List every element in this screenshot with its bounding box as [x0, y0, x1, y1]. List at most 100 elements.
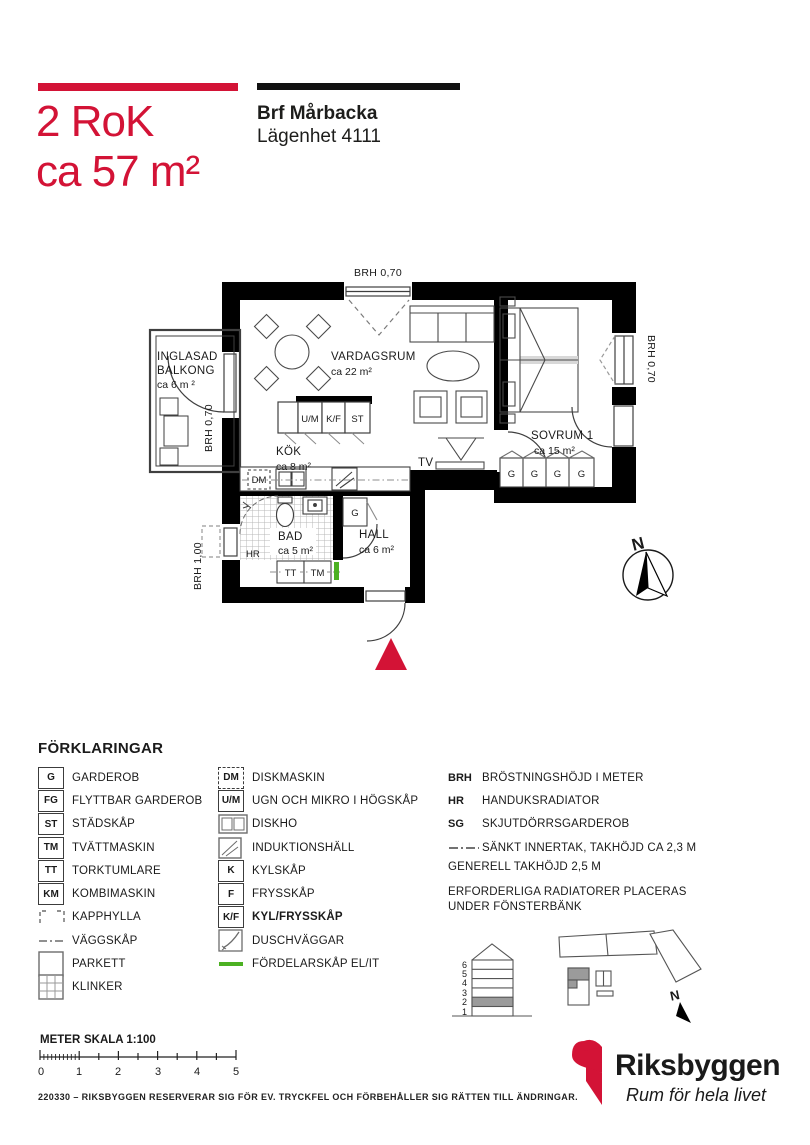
svg-text:0: 0 — [38, 1066, 44, 1078]
frysskap-symbol: F — [218, 883, 244, 906]
header-black-bar — [257, 83, 460, 90]
svg-text:1: 1 — [462, 1007, 467, 1017]
dishwasher-label: DM — [252, 475, 267, 486]
scale-bar: METER SKALA 1:100 0 1 2 3 4 5 — [38, 1034, 239, 1078]
livingroom-label: VARDAGSRUM — [331, 351, 416, 363]
note-radiators-1: ERFORDERLIGA RADIATORER PLACERAS — [448, 886, 687, 898]
legend-row: SÄNKT INNERTAK, TAKHÖJD CA 2,3 M — [448, 836, 778, 859]
compass: N — [622, 533, 674, 601]
kitchen-area-label: ca 8 m² — [276, 461, 312, 473]
svg-text:5: 5 — [462, 969, 467, 979]
brh-left-lower-label: BRH 1,00 — [192, 542, 204, 590]
svg-text:1: 1 — [76, 1066, 82, 1078]
dryer-label: TT — [285, 568, 297, 579]
site-plan — [558, 929, 702, 1006]
compass-n-label: N — [630, 533, 647, 554]
balcony-area-label: ca 6 m ² — [157, 379, 195, 391]
floor-numbers: 6 5 4 3 2 1 — [462, 960, 467, 1017]
scale-tick-labels: 0 1 2 3 4 5 — [38, 1066, 239, 1078]
balcony-furniture — [159, 397, 189, 466]
entrance-marker — [375, 638, 407, 670]
brh-right-label: BRH 0,70 — [645, 335, 657, 383]
svg-text:2: 2 — [115, 1066, 121, 1078]
parkett-icon — [38, 951, 64, 977]
cabinet-st-label: ST — [351, 414, 363, 425]
laundry — [270, 560, 340, 584]
sg-abbrev: SG — [448, 818, 464, 831]
dining-table — [253, 313, 332, 392]
coffee-table — [426, 350, 480, 382]
kitchen-label: KÖK — [276, 446, 301, 458]
note-radiators-2: UNDER FÖNSTERBÄNK — [448, 901, 582, 913]
riksbyggen-tagline: Rum för hela livet — [626, 1085, 767, 1105]
livingroom-area-label: ca 22 m² — [331, 366, 372, 378]
scale-unit-label: METER — [40, 1034, 81, 1046]
kyl-frys-symbol: K/F — [218, 906, 244, 929]
toilet — [275, 502, 295, 528]
brh-left-label: BRH 0,70 — [203, 404, 215, 452]
svg-text:4: 4 — [462, 978, 467, 988]
bathroom — [239, 495, 333, 560]
tvattmaskin-symbol: TM — [38, 836, 64, 859]
ugn-mikro-symbol: U/M — [218, 789, 244, 812]
washer-label: TM — [311, 568, 325, 579]
bath-label: BAD — [278, 531, 303, 543]
apartment-rooms-title: 2 RoK — [36, 97, 154, 146]
kylskap-symbol: K — [218, 859, 244, 882]
note-ceiling-height: GENERELL TAKHÖJD 2,5 M — [448, 861, 602, 873]
riksbyggen-logo: Riksbyggen Rum för hela livet — [572, 1039, 781, 1105]
legend-row: KAPPHYLLA — [38, 906, 218, 929]
apartment-number: Lägenhet 4111 — [257, 126, 381, 147]
bath-area-label: ca 5 m² — [278, 545, 314, 557]
hall-closet — [342, 497, 378, 527]
legend-row: KLINKER — [38, 974, 218, 1001]
brh-abbrev: BRH — [448, 771, 472, 784]
svg-text:3: 3 — [462, 988, 467, 998]
scale-ratio-label: SKALA 1:100 — [84, 1034, 156, 1046]
site-north-arrow: N — [669, 987, 691, 1023]
kombimaskin-symbol: KM — [38, 883, 64, 906]
project-name: Brf Mårbacka — [257, 103, 378, 124]
svg-text:4: 4 — [194, 1066, 200, 1078]
header-red-bar — [38, 83, 238, 91]
disclaimer-text: 220330 – RIKSBYGGEN RESERVERAR SIG FÖR E… — [38, 1092, 579, 1102]
riksbyggen-mark — [572, 1039, 602, 1105]
cabinet-kf-label: K/F — [326, 414, 341, 425]
torktumlare-symbol: TT — [38, 859, 64, 882]
stadskap-symbol: ST — [38, 813, 64, 836]
balcony-label-1: INGLASAD — [157, 351, 218, 363]
balcony-label-2: BALKONG — [157, 365, 215, 377]
balcony — [148, 328, 242, 474]
wardrobe-g-label: G — [554, 469, 561, 480]
kitchen-cabinets — [277, 401, 371, 445]
hr-abbrev: HR — [448, 794, 464, 807]
toilet-tank — [277, 496, 293, 504]
riksbyggen-wordmark: Riksbyggen — [615, 1049, 780, 1082]
hall-label: HALL — [359, 529, 389, 541]
bedroom-area-label: ca 15 m² — [534, 445, 575, 457]
svg-text:6: 6 — [462, 960, 467, 970]
induktionshall-icon — [218, 836, 242, 859]
hall-closet-g-label: G — [351, 508, 358, 519]
tv-label: TV — [418, 457, 433, 469]
diskmaskin-symbol: DM — [218, 766, 244, 789]
location-diagrams: 6 5 4 3 2 1 N — [452, 929, 702, 1023]
diskho-icon — [218, 814, 248, 834]
bedroom-wardrobes — [499, 450, 595, 488]
scale-ruler — [39, 1050, 237, 1060]
garderob-symbol: G — [38, 766, 64, 789]
duschvaggar-icon — [218, 929, 243, 952]
